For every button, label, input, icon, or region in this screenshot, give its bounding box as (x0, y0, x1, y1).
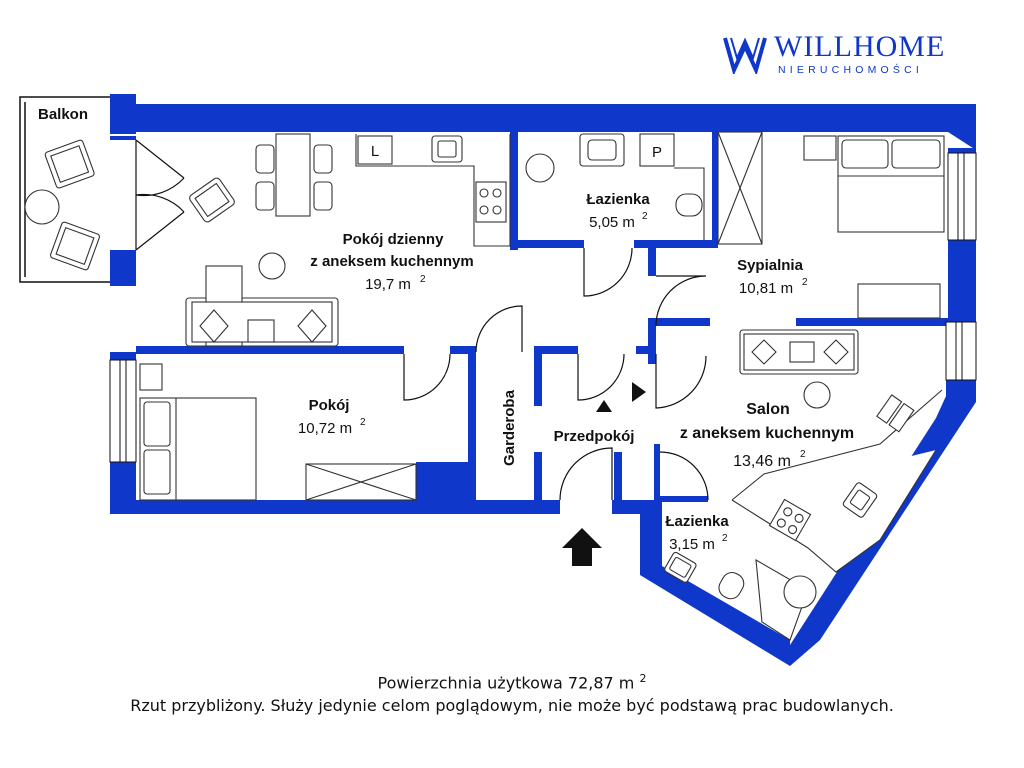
garderoba-label: Garderoba (501, 389, 518, 466)
logo-w-icon (723, 37, 767, 74)
przedpokoj-label: Przedpokój (554, 428, 635, 445)
total-area-exp: 2 (639, 672, 647, 685)
pokoj-area: 10,72 m (298, 420, 352, 437)
pokoj-label: Pokój (309, 397, 350, 414)
lazienka1-label: Łazienka (586, 191, 650, 208)
balcony-door (110, 134, 185, 352)
total-area-label: Powierzchnia użytkowa 72,87 m (377, 673, 635, 693)
lazienka2-exp: 2 (722, 533, 728, 544)
salon-label-1: Salon (746, 401, 790, 418)
door-swings (403, 247, 709, 501)
marker-l: L (371, 143, 379, 160)
brand-name: WILLHOME (774, 30, 946, 63)
room-labels: Balkon Pokój dzienny z aneksem kuchennym… (38, 106, 854, 553)
brand-logo: WILLHOME NIERUCHOMOŚCI (722, 32, 972, 82)
sypialnia-area: 10,81 m (739, 280, 793, 297)
lazienka2-area: 3,15 m (669, 536, 715, 553)
pokoj-dzienny-exp: 2 (420, 274, 426, 285)
lazienka1-exp: 2 (642, 211, 648, 222)
marker-p: P (652, 144, 662, 161)
sypialnia-exp: 2 (802, 277, 808, 288)
salon-area: 13,46 m (733, 453, 791, 470)
pokoj-dzienny-label-1: Pokój dzienny (343, 231, 445, 248)
total-area: Powierzchnia użytkowa 72,87 m 2 (0, 672, 1024, 692)
direction-markers (596, 382, 646, 412)
sypialnia-label: Sypialnia (737, 257, 804, 274)
lazienka2-label: Łazienka (665, 513, 729, 530)
furniture (24, 131, 945, 641)
brand-subtitle: NIERUCHOMOŚCI (778, 64, 924, 76)
disclaimer: Rzut przybliżony. Służy jedynie celom po… (130, 696, 894, 715)
salon-exp: 2 (800, 449, 806, 460)
lazienka1-area: 5,05 m (589, 214, 635, 231)
salon-label-2: z aneksem kuchennym (680, 425, 854, 442)
pokoj-exp: 2 (360, 417, 366, 428)
entrance-arrow-icon (562, 528, 602, 566)
pokoj-dzienny-label-2: z aneksem kuchennym (310, 253, 473, 270)
pokoj-dzienny-area: 19,7 m (365, 276, 411, 293)
windows (109, 152, 977, 463)
balkon-label: Balkon (38, 106, 88, 123)
